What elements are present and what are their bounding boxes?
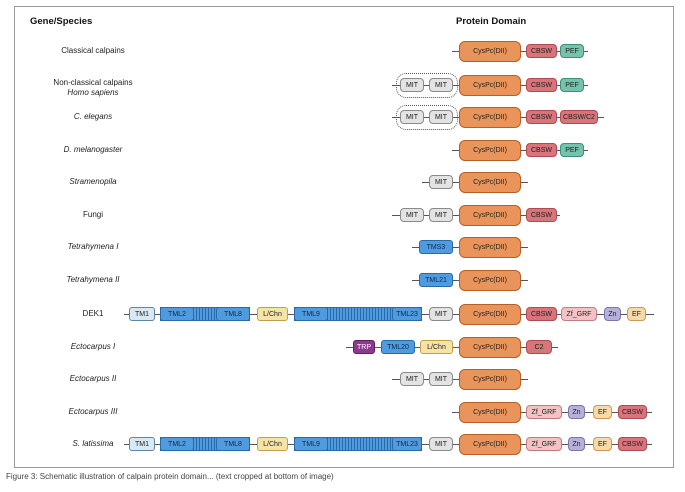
row-label-non-classical-line1: Non-classical calpains [53,78,133,87]
cbsw-domain: CBSW [526,307,557,321]
lchn-domain: L/Chn [257,307,288,321]
tml20-domain: TML20 [381,340,415,354]
mit-domain: MIT [429,175,453,189]
cbsw-domain: CBSW [526,78,557,92]
tms3-domain: TMS3 [419,240,453,254]
mit-domain: MIT [429,437,453,451]
tml8-domain: TML8 [216,437,250,451]
ef-domain: EF [593,405,612,419]
cyspc-domain: CysPc(DII) [459,41,521,62]
row-label-homo-sapiens: Homo sapiens [67,88,119,97]
lchn-domain: L/Chn [420,340,453,354]
row-label-fungi: Fungi [82,210,103,219]
ef-domain: EF [627,307,646,321]
cyspc-domain: CysPc(DII) [459,270,521,291]
tml9-domain: TML9 [294,437,328,451]
mit-domain: MIT [400,110,424,124]
pef-domain: PEF [560,143,584,157]
mit-domain: MIT [429,110,453,124]
cyspc-domain: CysPc(DII) [459,402,521,423]
row-label-classical-calpains: Classical calpains [61,46,125,55]
row-label-non-classical-calpains: Non-classical calpains Homo sapiens [18,78,168,98]
tml9-domain: TML9 [294,307,328,321]
cbsw-domain: CBSW [526,208,557,222]
row-label-ectocarpus-ii: Ectocarpus II [69,374,117,383]
cbsw-c2-domain: CBSW/C2 [560,110,598,124]
tml2-domain: TML2 [160,307,194,321]
row-label-c-elegans: C. elegans [73,112,113,121]
row-label-tetrahymena-i: Tetrahymena I [67,242,119,251]
dotted-bracket [396,73,458,98]
zn-domain: Zn [568,437,585,451]
tml23-domain: TML23 [392,437,422,451]
row-label-dek1: DEK1 [82,309,104,318]
mit-domain: MIT [400,208,424,222]
row-label-s-latissima: S. latissima [72,439,114,448]
trp-domain: TRP [353,340,375,354]
row-label-stramenopila: Stramenopila [69,177,117,186]
pef-domain: PEF [560,44,584,58]
figure-frame [14,6,674,468]
row-label-tetrahymena-ii: Tetrahymena II [66,275,120,284]
mit-domain: MIT [429,78,453,92]
row-label-ectocarpus-iii: Ectocarpus III [68,407,118,416]
c2-domain: C2 [526,340,552,354]
cbsw-domain: CBSW [618,437,647,451]
zf-grf-domain: Zf_GRF [526,437,562,451]
cbsw-domain: CBSW [526,110,557,124]
figure-caption: Figure 3: Schematic illustration of calp… [6,472,334,481]
tml2-domain: TML2 [160,437,194,451]
mit-domain: MIT [400,78,424,92]
cbsw-domain: CBSW [526,143,557,157]
protein-domain-header: Protein Domain [456,16,527,27]
cyspc-domain: CysPc(DII) [459,172,521,193]
cyspc-domain: CysPc(DII) [459,75,521,96]
cyspc-domain: CysPc(DII) [459,337,521,358]
tml23-domain: TML23 [392,307,422,321]
row-label-ectocarpus-i: Ectocarpus I [70,342,116,351]
ef-domain: EF [593,437,612,451]
lchn-domain: L/Chn [257,437,288,451]
tm1-domain: TM1 [129,307,155,321]
tml21-domain: TML21 [419,273,453,287]
zf-grf-domain: Zf_GRF [561,307,597,321]
tml8-domain: TML8 [216,307,250,321]
cbsw-domain: CBSW [526,44,557,58]
tm1-domain: TM1 [129,437,155,451]
cyspc-domain: CysPc(DII) [459,237,521,258]
cyspc-domain: CysPc(DII) [459,369,521,390]
zn-domain: Zn [604,307,621,321]
mit-domain: MIT [429,307,453,321]
mit-domain: MIT [400,372,424,386]
cyspc-domain: CysPc(DII) [459,434,521,455]
dotted-bracket [396,105,458,130]
cyspc-domain: CysPc(DII) [459,205,521,226]
pef-domain: PEF [560,78,584,92]
cyspc-domain: CysPc(DII) [459,304,521,325]
cyspc-domain: CysPc(DII) [459,107,521,128]
cyspc-domain: CysPc(DII) [459,140,521,161]
row-label-d-melanogaster: D. melanogaster [63,145,123,154]
mit-domain: MIT [429,372,453,386]
zf-grf-domain: Zf_GRF [526,405,562,419]
mit-domain: MIT [429,208,453,222]
cbsw-domain: CBSW [618,405,647,419]
gene-species-header: Gene/Species [30,16,93,27]
zn-domain: Zn [568,405,585,419]
